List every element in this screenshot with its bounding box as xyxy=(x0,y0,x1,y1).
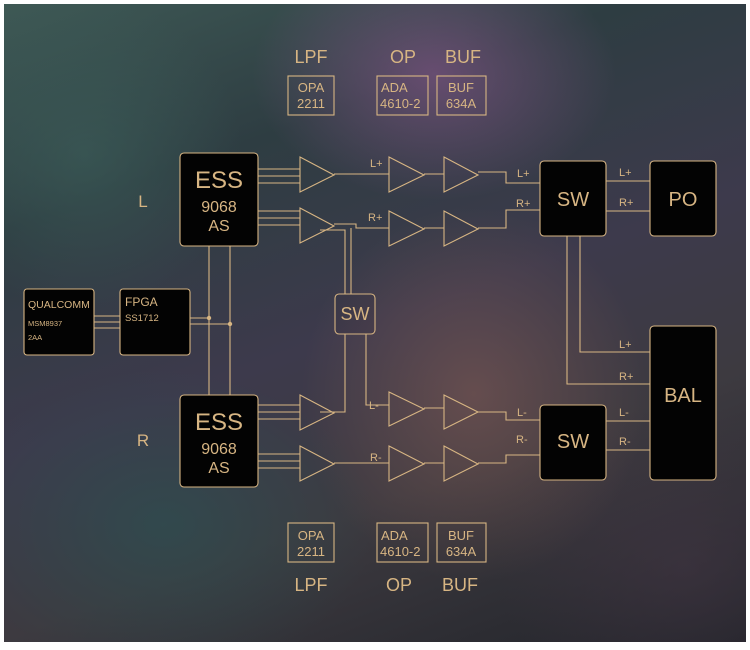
signal-l-minus-bottom: L- xyxy=(369,400,379,412)
fpga-block xyxy=(119,288,191,356)
buf-amp-bottom-l xyxy=(443,394,480,430)
switch-bottom-label: SW xyxy=(557,431,589,453)
po-label: PO xyxy=(669,189,698,211)
op-amp-top-l xyxy=(388,156,426,193)
bal-r-minus-label: R- xyxy=(619,436,631,448)
top-op-label: OP xyxy=(390,47,416,67)
ess-bottom-model: 9068 xyxy=(201,441,237,458)
top-ada-line2: 4610-2 xyxy=(380,96,420,111)
buf-amp-bottom-r xyxy=(443,445,480,482)
top-lpf-label: LPF xyxy=(294,47,327,67)
switch-top-label: SW xyxy=(557,189,589,211)
po-l-plus-label: L+ xyxy=(619,167,632,179)
opa-chip-box-top xyxy=(287,75,335,116)
signal-r-plus-sw: R+ xyxy=(516,198,530,210)
bottom-op-label: OP xyxy=(386,575,412,595)
lpf-amp-bottom-l xyxy=(299,394,336,431)
fpga-line1: FPGA xyxy=(125,295,158,309)
bal-label: BAL xyxy=(664,385,702,407)
top-opa-line1: OPA xyxy=(298,80,325,95)
top-buf-line1: BUF xyxy=(448,80,474,95)
signal-r-minus-sw: R- xyxy=(516,434,528,446)
po-r-plus-label: R+ xyxy=(619,197,633,209)
bottom-lpf-label: LPF xyxy=(294,575,327,595)
opa-chip-box-bottom xyxy=(287,522,335,563)
ess-top-title: ESS xyxy=(195,167,243,194)
ess-top-model: 9068 xyxy=(201,199,237,216)
ess-top-block xyxy=(179,152,259,247)
buf-chip-box-top xyxy=(436,75,487,116)
bal-r-plus-label: R+ xyxy=(619,371,633,383)
qualcomm-line3: 2AA xyxy=(28,333,42,342)
top-buf-line2: 634A xyxy=(446,96,477,111)
op-amp-bottom-l xyxy=(388,391,426,427)
lpf-amp-top-r xyxy=(299,207,336,244)
top-opa-line2: 2211 xyxy=(297,96,325,111)
bottom-buf-line2: 634A xyxy=(446,544,477,559)
signal-r-minus-bottom: R- xyxy=(370,452,382,464)
qualcomm-line1: QUALCOMM xyxy=(28,299,90,311)
op-amp-top-r xyxy=(388,210,426,247)
bottom-buf-line1: BUF xyxy=(448,528,474,543)
left-channel-label: L xyxy=(138,192,147,211)
fpga-line2: SS1712 xyxy=(125,313,159,324)
bottom-opa-line2: 2211 xyxy=(297,544,325,559)
center-switch-block xyxy=(334,293,376,335)
bal-l-plus-label: L+ xyxy=(619,339,632,351)
amplifier-triangles xyxy=(299,156,480,482)
switch-top-block xyxy=(539,160,607,237)
buf-amp-top-l xyxy=(443,156,480,193)
top-ada-line1: ADA xyxy=(381,80,408,95)
lpf-amp-top-l xyxy=(299,156,336,193)
signal-l-plus-sw: L+ xyxy=(517,168,530,180)
signal-l-plus-top: L+ xyxy=(370,158,383,170)
ada-chip-box-bottom xyxy=(376,522,429,563)
buf-chip-box-bottom xyxy=(436,522,487,563)
ess-bottom-suffix: AS xyxy=(208,460,229,477)
ess-top-suffix: AS xyxy=(208,218,229,235)
po-block xyxy=(649,160,717,237)
bottom-ada-line2: 4610-2 xyxy=(380,544,420,559)
qualcomm-block xyxy=(23,288,95,356)
ada-chip-box-top xyxy=(376,75,429,116)
switch-bottom-block xyxy=(539,404,607,481)
buf-amp-top-r xyxy=(443,210,480,247)
top-buf-label: BUF xyxy=(445,47,481,67)
bottom-buf-label: BUF xyxy=(442,575,478,595)
bal-l-minus-label: L- xyxy=(619,407,629,419)
bottom-ada-line1: ADA xyxy=(381,528,408,543)
signal-r-plus-top: R+ xyxy=(368,212,382,224)
right-channel-label: R xyxy=(137,431,149,450)
bal-block xyxy=(649,325,717,481)
qualcomm-line2: MSM8937 xyxy=(28,319,62,328)
center-switch-label: SW xyxy=(341,304,370,324)
ess-bottom-title: ESS xyxy=(195,409,243,436)
op-amp-bottom-r xyxy=(388,445,426,482)
ess-bottom-block xyxy=(179,394,259,488)
lpf-amp-bottom-r xyxy=(299,445,336,482)
signal-l-minus-sw: L- xyxy=(517,407,527,419)
bottom-opa-line1: OPA xyxy=(298,528,325,543)
